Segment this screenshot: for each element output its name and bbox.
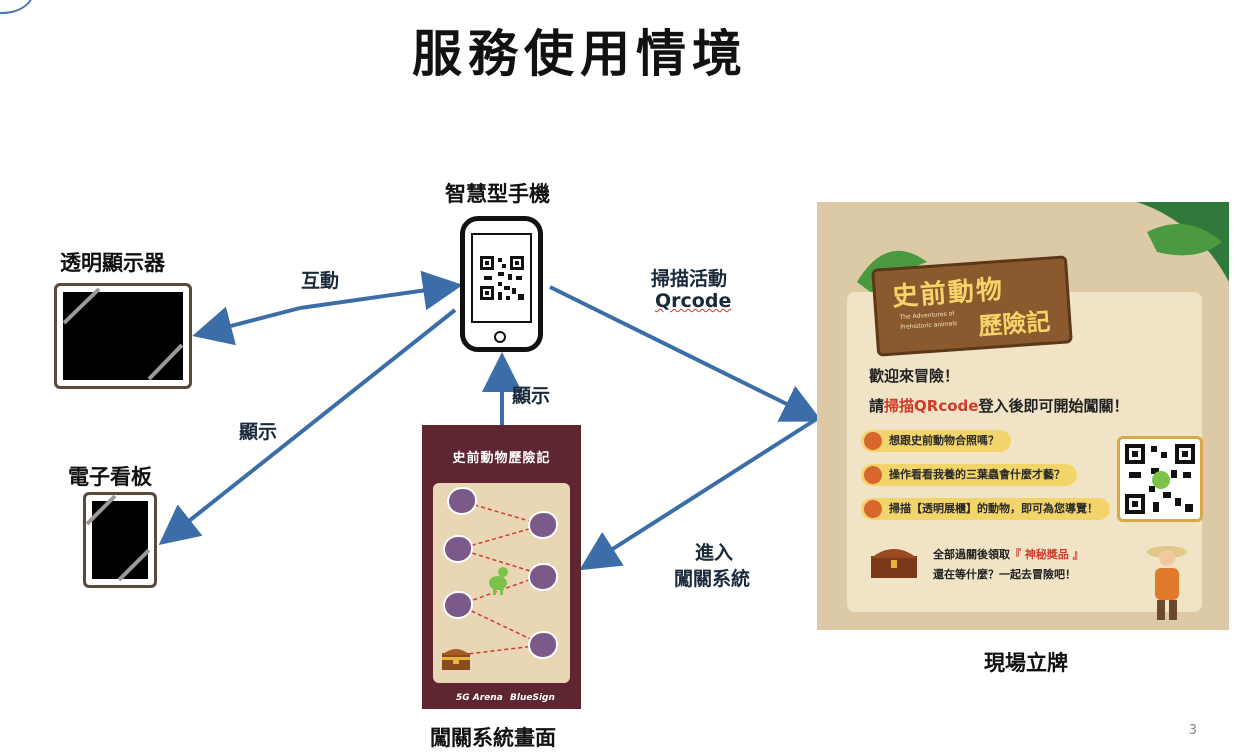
poster-bottom-line-2: 還在等什麼？一起去冒險吧！ [933,568,1076,581]
label-game-screen: 闖關系統畫面 [430,726,556,750]
game-node-1 [447,487,477,515]
label-scan-activity: 掃描活動 [651,268,728,290]
game-header: 史前動物歷險記 [422,425,581,480]
poster-bottom-line-1: 全部過關後領取『 神秘獎品 』 [933,548,1084,561]
poster-wood-sign: 史前動物 歷險記 The Adventures of Prehistoric a… [871,255,1073,357]
label-scan-qrcode: Qrcode [655,290,732,312]
page-number: 3 [1188,723,1197,738]
game-node-6 [528,631,558,659]
game-map [433,483,570,683]
label-smartphone: 智慧型手機 [445,182,550,206]
explorer-icon [1139,542,1195,622]
label-enter: 進入 [695,542,734,564]
label-display-up: 顯示 [512,385,551,407]
poster-item-3: 掃描【透明展櫃】的動物，即可為您導覽！ [861,498,1110,520]
arrow-phone-to-display [192,306,301,346]
treasure-chest-icon [441,645,471,671]
poster-treasure-chest-icon [869,546,919,580]
label-digital-signage: 電子看板 [68,465,152,489]
label-interact: 互動 [301,270,340,292]
onsite-poster: 史前動物 歷險記 The Adventures of Prehistoric a… [817,202,1229,630]
game-title: 史前動物歷險記 [452,451,551,466]
label-onsite-sign: 現場立牌 [984,651,1068,675]
page-title: 服務使用情境 [412,25,748,83]
sign-title-2: 歷險記 [977,307,1052,341]
sign-sub-2: Prehistoric animals [900,320,958,332]
instruction-highlight: 掃描QRcode [884,397,979,415]
game-node-5 [443,591,473,619]
poster-item-2: 操作看看我養的三葉蟲會什麼才藝？ [861,464,1077,486]
label-enter-system: 闖關系統 [674,568,751,590]
game-node-2 [528,511,558,539]
arrow-phone-to-poster [549,285,823,422]
poster-item-1: 想跟史前動物合照嗎？ [861,430,1011,452]
arrow-phone-to-signage [158,308,457,545]
footer-5g-arena: 5G Arena [456,693,503,703]
arrow-display-to-phone [299,270,463,311]
arrow-poster-to-game [579,418,817,571]
digital-signage-icon [83,492,157,588]
game-node-4 [528,563,558,591]
game-screen: 史前動物歷險記 5G Arena BlueSign [422,425,581,709]
dinosaur-icon [485,565,511,595]
poster-qr-code-icon [1117,436,1203,522]
game-node-3 [443,535,473,563]
footer-bluesign: BlueSign [510,693,555,703]
qr-code-icon [480,256,524,300]
transparent-display-icon [54,283,192,389]
label-display-left: 顯示 [239,421,278,443]
game-footer: 5G Arena BlueSign [422,685,581,709]
poster-instruction: 請掃描QRcode登入後即可開始闖關！ [869,397,1129,415]
smartphone-icon [460,216,543,352]
label-transparent-display: 透明顯示器 [60,251,165,275]
poster-welcome: 歡迎來冒險！ [869,367,960,385]
